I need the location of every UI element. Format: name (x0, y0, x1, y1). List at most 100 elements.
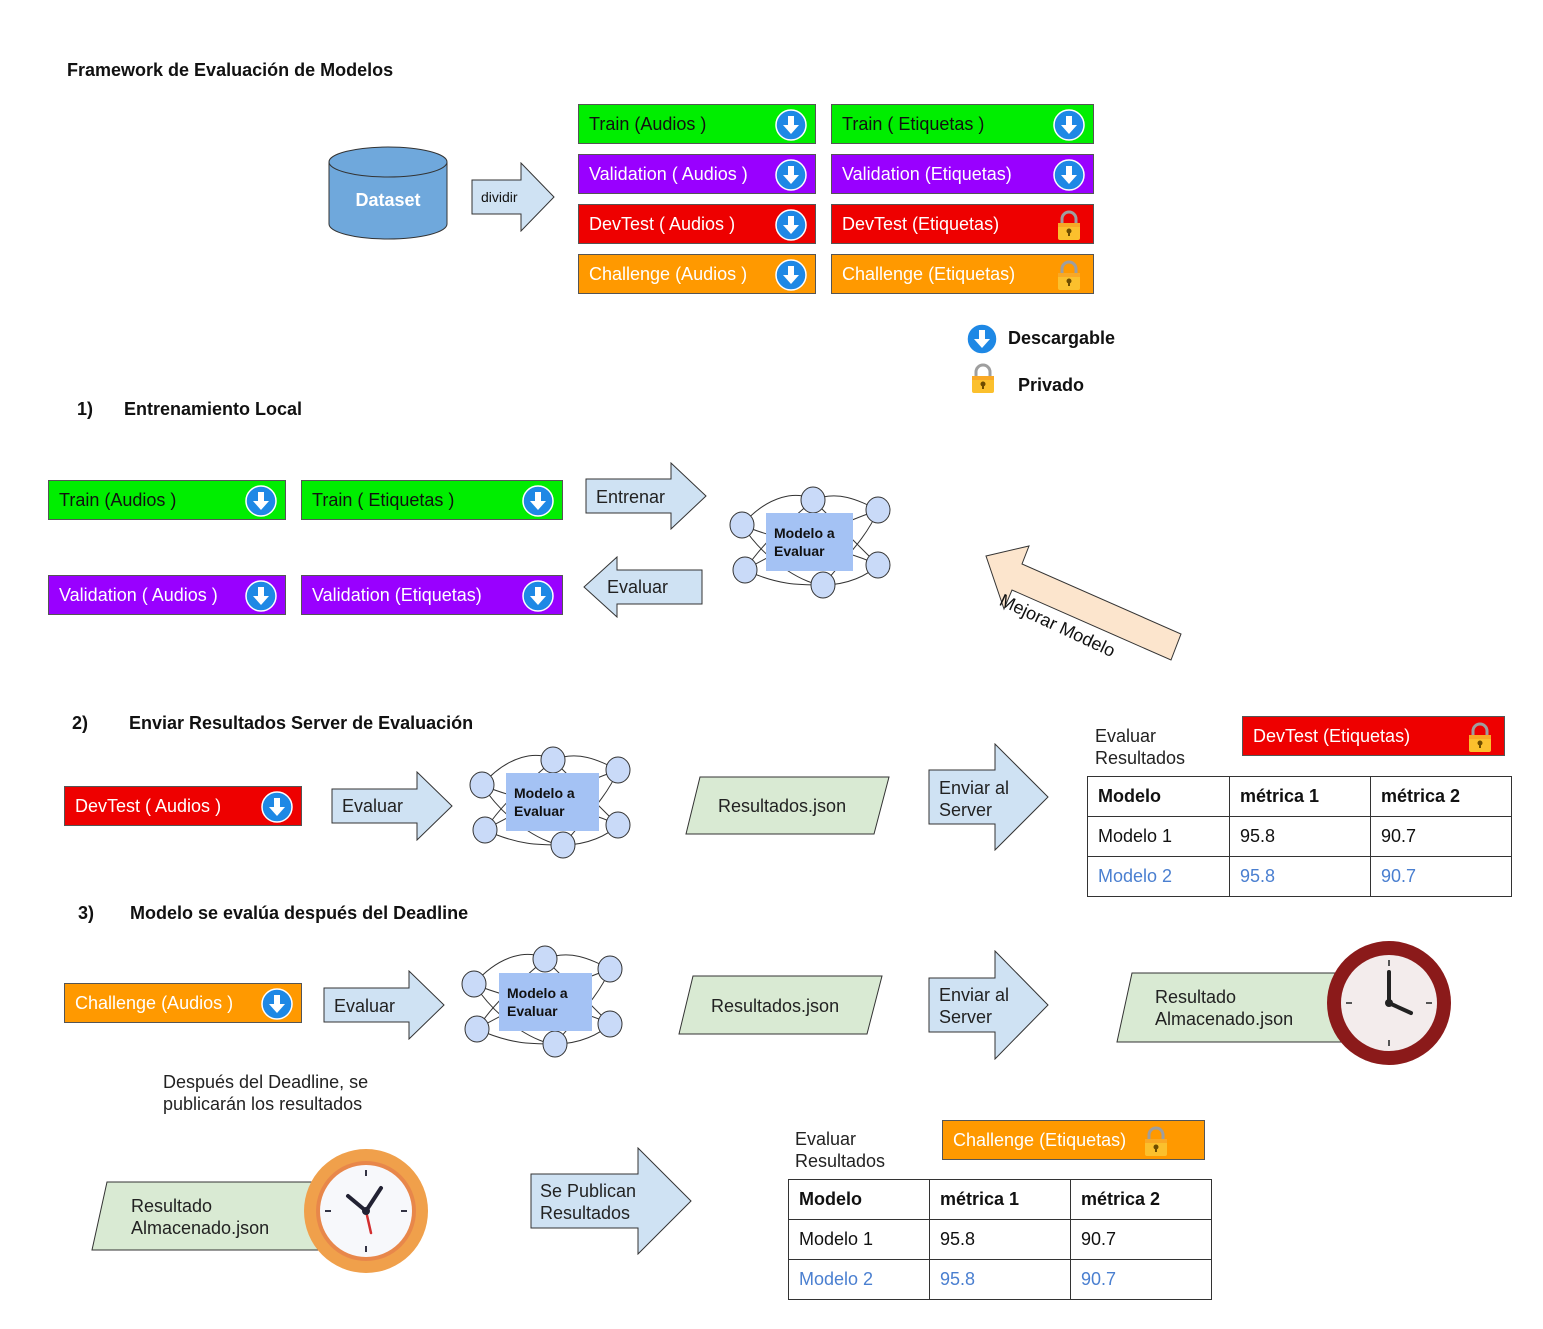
legend-private-label: Privado (1018, 375, 1085, 395)
table-header: métrica 1 (1229, 776, 1371, 817)
step1-title: Entrenamiento Local (124, 399, 303, 419)
step3-results-table: Modelo métrica 1 métrica 2 Modelo 1 95.8… (788, 1179, 1212, 1300)
step1-validation-audios-box: Validation ( Audios ) (48, 575, 286, 615)
validation-labels-label: Validation (Etiquetas) (842, 163, 1012, 184)
eval-results-line1: Evaluar (1095, 726, 1157, 746)
step3-title: Modelo se evalúa después del Deadline (130, 903, 469, 923)
download-icon[interactable] (775, 109, 807, 141)
model-label-line2: Evaluar (507, 1003, 558, 1019)
model-label-line1: Modelo a (774, 525, 835, 541)
step3-number: 3) (78, 903, 95, 923)
step2-devtest-audios-label: DevTest ( Audios ) (75, 795, 222, 816)
download-icon[interactable] (775, 259, 807, 291)
challenge-audios-box: Challenge (Audios ) (578, 254, 816, 294)
step3-challenge-labels-box: Challenge (Etiquetas) (942, 1120, 1205, 1160)
lock-icon (1056, 210, 1082, 241)
page-title: Framework de Evaluación de Modelos (67, 60, 394, 80)
evaluate-arrow (583, 556, 703, 618)
improve-model-arrow (985, 545, 1182, 661)
lock-icon (1467, 722, 1493, 753)
table-cell: 95.8 (929, 1219, 1071, 1260)
step2-results-table: Modelo métrica 1 métrica 2 Modelo 1 95.8… (1087, 776, 1512, 897)
download-icon[interactable] (775, 159, 807, 191)
train-labels-box: Train ( Etiquetas ) (831, 104, 1094, 144)
deadline-note-line2: publicarán los resultados (163, 1094, 363, 1114)
step1-number: 1) (77, 399, 94, 419)
table-cell: 95.8 (1229, 816, 1371, 857)
step2-number: 2) (72, 713, 89, 733)
challenge-labels-label: Challenge (Etiquetas) (842, 263, 1016, 284)
table-header: métrica 1 (929, 1179, 1071, 1220)
table-header: métrica 2 (1370, 776, 1512, 817)
send-server-line1: Enviar al (939, 985, 1010, 1005)
eval-results-line2: Resultados (795, 1151, 886, 1171)
deadline-note-line1: Después del Deadline, se (163, 1072, 369, 1092)
publish-arrow (530, 1147, 692, 1255)
results-json-label: Resultados.json (711, 996, 840, 1016)
clock-icon (304, 1149, 428, 1273)
step2-evaluate-arrow (331, 771, 453, 841)
download-icon[interactable] (261, 988, 293, 1020)
stored-result-line1: Resultado (131, 1196, 213, 1216)
challenge-audios-label: Challenge (Audios ) (589, 263, 748, 284)
download-icon[interactable] (261, 791, 293, 823)
step1-train-audios-box: Train (Audios ) (48, 480, 286, 520)
train-arrow-label: Entrenar (596, 487, 666, 507)
step2-devtest-labels-box: DevTest (Etiquetas) (1242, 716, 1505, 756)
publish-line2: Resultados (540, 1203, 631, 1223)
download-icon[interactable] (245, 580, 277, 612)
split-arrow-label: dividir (481, 189, 518, 205)
results-json-label: Resultados.json (718, 796, 847, 816)
download-icon[interactable] (522, 580, 554, 612)
step2-evaluate-arrow-label: Evaluar (342, 796, 404, 816)
devtest-audios-box: DevTest ( Audios ) (578, 204, 816, 244)
table-header-row: Modelo métrica 1 métrica 2 (1087, 776, 1512, 817)
table-cell: 95.8 (929, 1259, 1071, 1300)
step3-challenge-labels-label: Challenge (Etiquetas) (953, 1129, 1127, 1150)
dataset-label: Dataset (355, 190, 421, 210)
lock-icon (1056, 260, 1082, 291)
download-icon[interactable] (1053, 159, 1085, 191)
step1-validation-audios-label: Validation ( Audios ) (59, 584, 218, 605)
table-cell: 90.7 (1370, 816, 1512, 857)
table-cell: 90.7 (1070, 1259, 1212, 1300)
step2-devtest-labels-label: DevTest (Etiquetas) (1253, 725, 1411, 746)
download-icon[interactable] (775, 209, 807, 241)
download-icon[interactable] (522, 485, 554, 517)
lock-icon (1143, 1126, 1169, 1157)
publish-line1: Se Publican (540, 1181, 637, 1201)
table-cell: 90.7 (1070, 1219, 1212, 1260)
dataset-cylinder (328, 146, 448, 240)
stored-result-line2: Almacenado.json (1155, 1009, 1294, 1029)
validation-labels-box: Validation (Etiquetas) (831, 154, 1094, 194)
download-icon[interactable] (1053, 109, 1085, 141)
clock-icon (1327, 941, 1451, 1065)
results-json-doc (678, 975, 883, 1035)
send-server-line1: Enviar al (939, 778, 1010, 798)
validation-audios-box: Validation ( Audios ) (578, 154, 816, 194)
results-json-doc (685, 776, 890, 835)
table-cell: Modelo 2 (1087, 856, 1230, 897)
table-header: Modelo (788, 1179, 930, 1220)
step1-train-audios-label: Train (Audios ) (59, 489, 177, 510)
validation-audios-label: Validation ( Audios ) (589, 163, 748, 184)
step3-challenge-audios-label: Challenge (Audios ) (75, 992, 234, 1013)
table-cell: 95.8 (1229, 856, 1371, 897)
step2-title: Enviar Resultados Server de Evaluación (129, 713, 474, 733)
table-header: Modelo (1087, 776, 1230, 817)
download-icon[interactable] (245, 485, 277, 517)
train-audios-box: Train (Audios ) (578, 104, 816, 144)
train-labels-label: Train ( Etiquetas ) (842, 113, 985, 134)
send-server-arrow (928, 950, 1049, 1060)
table-row: Modelo 1 95.8 90.7 (1087, 816, 1512, 857)
table-header-row: Modelo métrica 1 métrica 2 (788, 1179, 1212, 1220)
split-arrow (471, 162, 555, 232)
step1-validation-labels-box: Validation (Etiquetas) (301, 575, 563, 615)
